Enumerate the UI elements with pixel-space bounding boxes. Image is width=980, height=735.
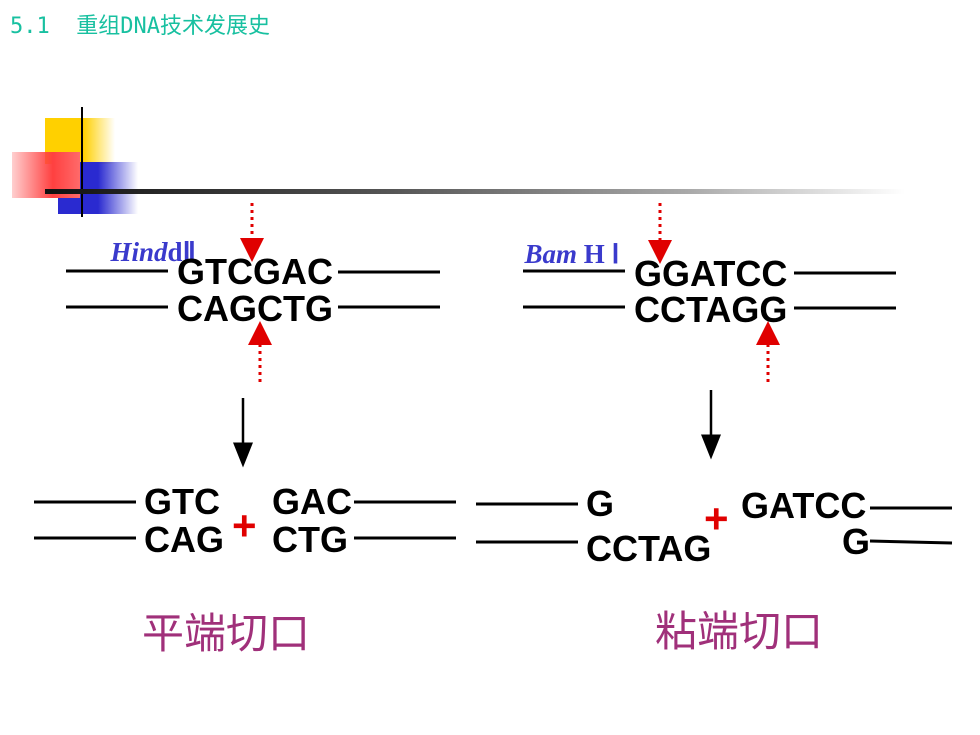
left-top-strand-sequence: GTCGAC	[177, 251, 333, 292]
right-bottom-strand-sequence: CCTAGG	[634, 289, 788, 330]
left-frag-left-top: GTC	[144, 481, 220, 522]
left-plus-sign: +	[232, 502, 257, 549]
decoration-vertical-line	[81, 107, 83, 217]
right-enzyme-rest: H Ⅰ	[577, 239, 620, 269]
left-enzyme-italic: Hind	[110, 237, 168, 267]
right-frag-left-bottom: CCTAG	[586, 528, 712, 569]
left-enzyme-numeral: Ⅱ	[182, 237, 196, 267]
right-top-strand-sequence: GGATCC	[634, 253, 788, 294]
left-frag-right-bottom: CTG	[272, 519, 348, 560]
right-plus-sign: +	[704, 495, 729, 542]
right-enzyme-label: Bam H Ⅰ	[511, 208, 620, 270]
left-frag-left-bottom: CAG	[144, 519, 224, 560]
decoration-horizontal-rule	[45, 189, 905, 194]
left-enzyme-label: HinddⅡ	[97, 206, 196, 268]
right-frag-bottom-line-right	[869, 539, 953, 545]
right-enzyme-italic: Bam	[524, 239, 578, 269]
right-frag-right-bottom: G	[842, 521, 871, 562]
right-frag-right-top: GATCC	[741, 485, 867, 526]
right-frag-left-top: G	[586, 483, 615, 524]
right-caption-sticky-end: 粘端切口	[655, 607, 824, 656]
left-bottom-strand-sequence: CAGCTG	[177, 288, 333, 329]
left-enzyme-rest: d	[167, 237, 183, 267]
slide-title: 5.1 重组DNA技术发展史	[10, 14, 270, 39]
left-caption-blunt-end: 平端切口	[142, 609, 311, 658]
left-frag-right-top: GAC	[272, 481, 352, 522]
